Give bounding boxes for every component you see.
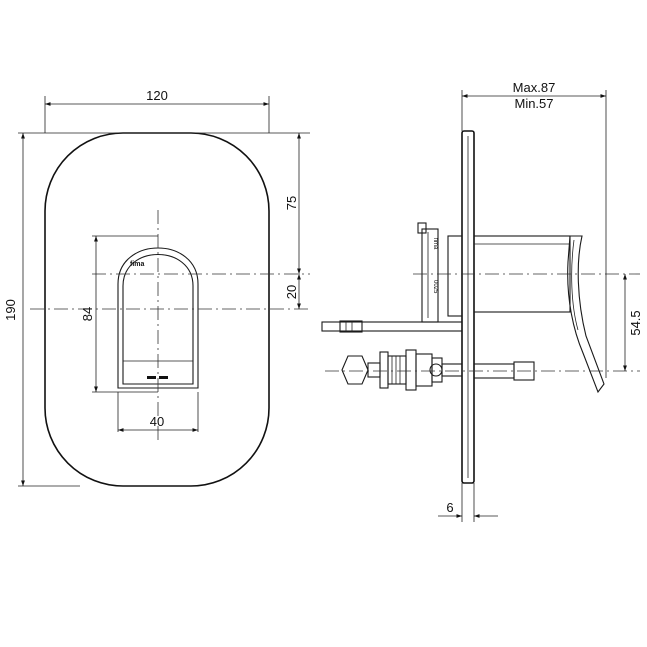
handle-marker — [147, 376, 156, 379]
front-view: fima 120 190 75 20 84 40 — [3, 88, 310, 487]
dim-center-offset-label: 20 — [284, 285, 299, 299]
mounting-bracket: fima 0025 — [417, 222, 439, 323]
handle-lever-side — [567, 235, 605, 394]
dim-height-label: 190 — [3, 299, 18, 321]
dim-max-depth-label: Max.87 — [513, 80, 556, 95]
svg-text:0025: 0025 — [432, 280, 438, 294]
brand-logo: fima — [130, 261, 145, 268]
dim-axis-distance-label: 54.5 — [628, 310, 643, 335]
svg-text:fima: fima — [432, 238, 438, 250]
dim-min-depth-label: Min.57 — [514, 96, 553, 111]
dim-handle-width-label: 40 — [150, 414, 164, 429]
dim-plate-thickness-label: 6 — [446, 500, 453, 515]
dim-handle-offset-label: 75 — [284, 196, 299, 210]
dim-handle-height-label: 84 — [80, 307, 95, 321]
valve-spindle — [341, 349, 535, 391]
dim-width-label: 120 — [146, 88, 168, 103]
mounting-rod — [321, 320, 463, 333]
cover-plate — [44, 132, 270, 487]
handle-marker — [159, 376, 168, 379]
side-view: fima 0025 — [321, 80, 643, 522]
